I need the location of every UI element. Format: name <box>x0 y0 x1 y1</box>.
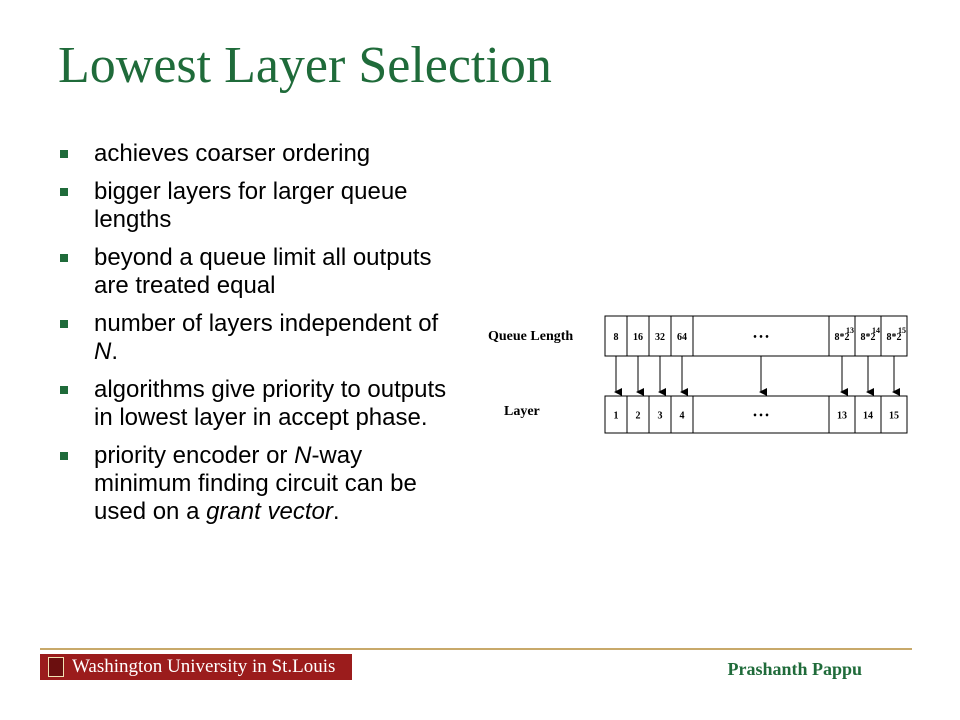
layer-row: 1 2 3 4 • • • 13 14 15 <box>604 395 908 434</box>
bullet-text: bigger layers for larger queue lengths <box>94 178 408 233</box>
square-bullet-icon <box>60 386 68 394</box>
author-name: Prashanth Pappu <box>727 659 862 679</box>
bullet-text: N <box>294 442 312 469</box>
bullet-text: N <box>94 338 112 365</box>
queue-exponent: 13 <box>846 326 854 335</box>
layer-value: 1 <box>614 411 619 422</box>
bullet-text: -way minimum finding circuit can be used… <box>94 442 417 525</box>
mapping-arrows <box>614 356 900 396</box>
layer-value: 2 <box>636 411 641 422</box>
university-name: Washington University in St.Louis <box>72 656 336 677</box>
square-bullet-icon <box>60 320 68 328</box>
bullet-text: algorithms give priority to outputs in l… <box>94 376 447 431</box>
queue-value: • • • <box>753 332 769 343</box>
bullet-item: beyond a queue limit all outputs are tre… <box>58 244 458 300</box>
queue-value: 32 <box>655 332 665 343</box>
layer-cell <box>880 395 908 434</box>
bullet-item: algorithms give priority to outputs in l… <box>58 376 458 432</box>
bullet-item: priority encoder or N-way minimum findin… <box>58 442 458 526</box>
layer-cell <box>854 395 882 434</box>
bullet-text: grant vector <box>206 498 333 525</box>
queue-exponent: 14 <box>872 326 880 335</box>
square-bullet-icon <box>60 150 68 158</box>
layer-value: 15 <box>889 411 899 422</box>
queue-length-label: Queue Length <box>488 329 573 344</box>
bullet-text: achieves coarser ordering <box>94 140 371 167</box>
slide-title: Lowest Layer Selection <box>58 37 552 94</box>
bullet-list: achieves coarser ordering bigger layers f… <box>58 140 458 536</box>
shield-icon <box>48 657 64 677</box>
queue-value: 16 <box>633 332 643 343</box>
footer-rule <box>40 648 912 650</box>
queue-value: 8*2 <box>835 332 850 343</box>
bullet-item: achieves coarser ordering <box>58 140 458 168</box>
square-bullet-icon <box>60 188 68 196</box>
layer-value: 3 <box>658 411 663 422</box>
bullet-text: number of layers independent of <box>94 310 439 337</box>
queue-value: 8*2 <box>861 332 876 343</box>
bullet-text: beyond a queue limit all outputs are tre… <box>94 244 432 299</box>
bullet-text: priority encoder or <box>94 442 295 469</box>
layer-cell <box>692 395 830 434</box>
bullet-text: . <box>332 498 340 525</box>
layer-cell <box>828 395 856 434</box>
queue-value: 8 <box>614 332 619 343</box>
bullet-item: number of layers independent of N. <box>58 310 458 366</box>
layer-value: 14 <box>863 411 873 422</box>
layer-label: Layer <box>504 404 540 419</box>
square-bullet-icon <box>60 452 68 460</box>
bullet-text: . <box>111 338 119 365</box>
layer-value: • • • <box>753 411 769 422</box>
university-logo: Washington University in St.Louis <box>40 654 352 680</box>
layer-value: 13 <box>837 411 847 422</box>
queue-exponent: 15 <box>898 326 906 335</box>
square-bullet-icon <box>60 254 68 262</box>
bullet-item: bigger layers for larger queue lengths <box>58 178 458 234</box>
layer-value: 4 <box>680 411 685 422</box>
queue-value: 64 <box>677 332 687 343</box>
queue-value: 8*2 <box>887 332 902 343</box>
